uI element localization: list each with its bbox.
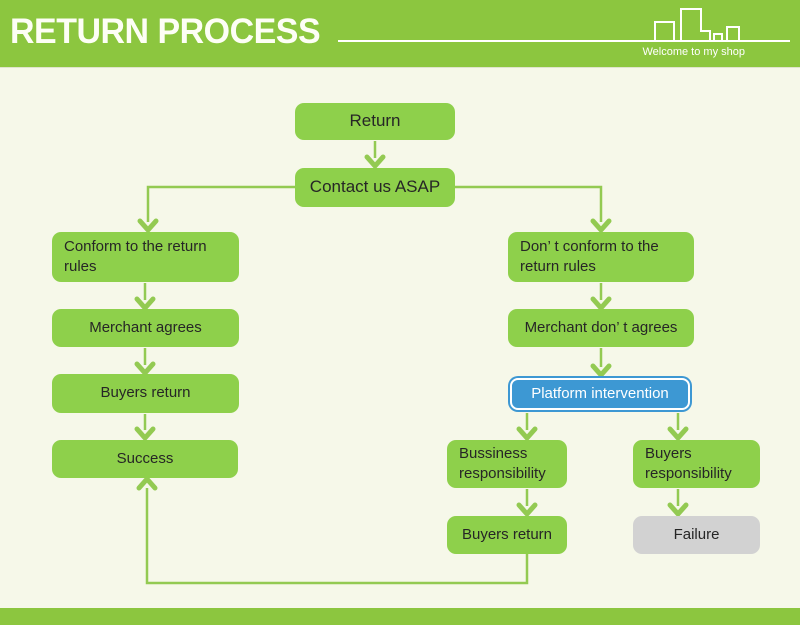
flow-node-merchant-dont-agrees-label: Merchant don’ t agrees bbox=[524, 318, 678, 336]
flow-node-merchant-agrees: Merchant agrees bbox=[52, 309, 239, 347]
flow-node-return: Return bbox=[295, 103, 455, 140]
flow-node-success-label: Success bbox=[116, 449, 174, 467]
flow-node-platform-intervention: Platform intervention bbox=[510, 378, 690, 410]
flow-node-success: Success bbox=[52, 440, 238, 478]
flow-node-buyers-return-right-label: Buyers return bbox=[461, 525, 553, 543]
flow-node-conform-rules: Conform to the return rules bbox=[52, 232, 239, 282]
flow-node-merchant-agrees-label: Merchant agrees bbox=[89, 318, 202, 336]
flow-node-dont-conform-rules-label: Don’ t conform to the return rules bbox=[520, 237, 659, 275]
flow-node-buyers-responsibility: Buyers responsibility bbox=[633, 440, 760, 488]
flow-node-conform-rules-label: Conform to the return rules bbox=[64, 237, 207, 275]
flow-node-contact-us-asap-label: Contact us ASAP bbox=[309, 177, 441, 197]
flow-node-merchant-dont-agrees: Merchant don’ t agrees bbox=[508, 309, 694, 347]
flow-node-business-responsibility-label: Bussiness responsibility bbox=[459, 444, 546, 482]
footer-bar bbox=[0, 608, 800, 625]
flow-node-dont-conform-rules: Don’ t conform to the return rules bbox=[508, 232, 694, 282]
flow-node-buyers-return-right: Buyers return bbox=[447, 516, 567, 554]
city-skyline-icon bbox=[630, 8, 790, 42]
flow-node-platform-intervention-label: Platform intervention bbox=[531, 384, 669, 402]
flow-node-buyers-return-left-label: Buyers return bbox=[100, 384, 191, 402]
flow-node-failure: Failure bbox=[633, 516, 760, 554]
flow-node-business-responsibility: Bussiness responsibility bbox=[447, 440, 567, 488]
flow-node-buyers-responsibility-label: Buyers responsibility bbox=[645, 444, 732, 482]
header-bar: RETURN PROCESS Welcome to my shop bbox=[0, 0, 800, 68]
header-divider-line bbox=[338, 40, 790, 42]
flow-node-failure-label: Failure bbox=[673, 525, 720, 543]
shop-tagline: Welcome to my shop bbox=[642, 46, 745, 58]
flow-node-return-label: Return bbox=[349, 111, 401, 131]
flow-node-contact-us-asap: Contact us ASAP bbox=[295, 168, 455, 207]
flow-node-buyers-return-left: Buyers return bbox=[52, 374, 239, 413]
page-title: RETURN PROCESS bbox=[10, 12, 321, 51]
